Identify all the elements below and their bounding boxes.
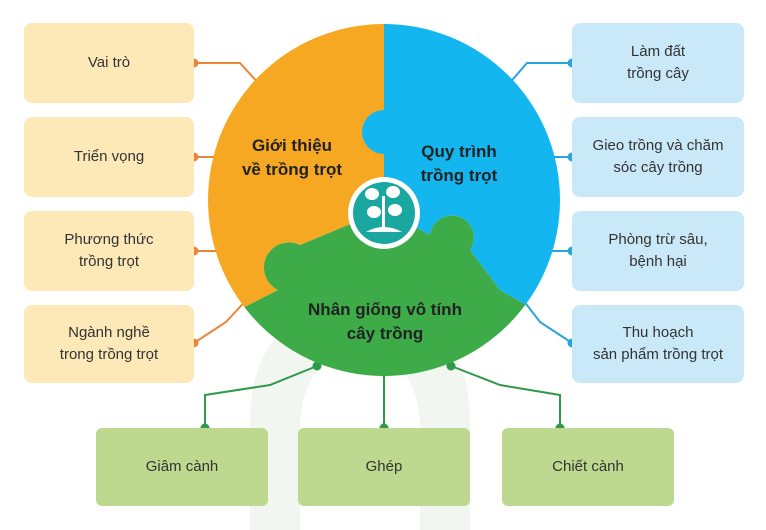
bottom-box-1: Giâm cành [96, 428, 268, 506]
puzzle-piece-blue [362, 24, 560, 330]
right-box-3-label: Phòng trừ sâu, bệnh hại [608, 231, 708, 270]
bottom-box-2: Ghép [298, 428, 470, 506]
emblem [348, 177, 420, 249]
left-box-4-label: Ngành nghề trong trồng trọt [59, 324, 159, 363]
bottom-box-1-label: Giâm cành [145, 458, 219, 475]
right-box-2-label: Gieo trồng và chăm sóc cây trồng [592, 137, 724, 176]
plant-icon [365, 186, 402, 232]
puzzle-circle [208, 24, 560, 376]
piece-green-label: Nhân giống vô tính cây trồng [308, 300, 462, 343]
left-box-1-label: Vai trò [87, 54, 131, 71]
left-box-1: Vai trò [24, 23, 194, 103]
right-box-1: Làm đất trồng cây [572, 23, 744, 103]
right-box-3: Phòng trừ sâu, bệnh hại [572, 211, 744, 291]
left-box-2: Triển vọng [24, 117, 194, 197]
right-box-2: Gieo trồng và chăm sóc cây trồng [572, 117, 744, 197]
left-box-3-label: Phương thức trồng trọt [64, 231, 154, 270]
puzzle-piece-orange [208, 24, 406, 330]
bottom-box-3-label: Chiết cành [552, 458, 624, 475]
left-box-2-label: Triển vọng [73, 148, 145, 165]
piece-orange-label: Giới thiệu về trồng trọt [241, 136, 343, 179]
puzzle-piece-green [208, 210, 560, 376]
right-box-4-label: Thu hoạch sản phẩm trồng trọt [592, 324, 724, 363]
piece-blue-label: Quy trình trồng trọt [420, 142, 498, 185]
right-box-4: Thu hoạch sản phẩm trồng trọt [572, 305, 744, 383]
left-box-3: Phương thức trồng trọt [24, 211, 194, 291]
bottom-box-3: Chiết cành [502, 428, 674, 506]
right-box-1-label: Làm đất trồng cây [627, 43, 689, 82]
left-box-4: Ngành nghề trong trồng trọt [24, 305, 194, 383]
bottom-box-2-label: Ghép [365, 458, 403, 475]
